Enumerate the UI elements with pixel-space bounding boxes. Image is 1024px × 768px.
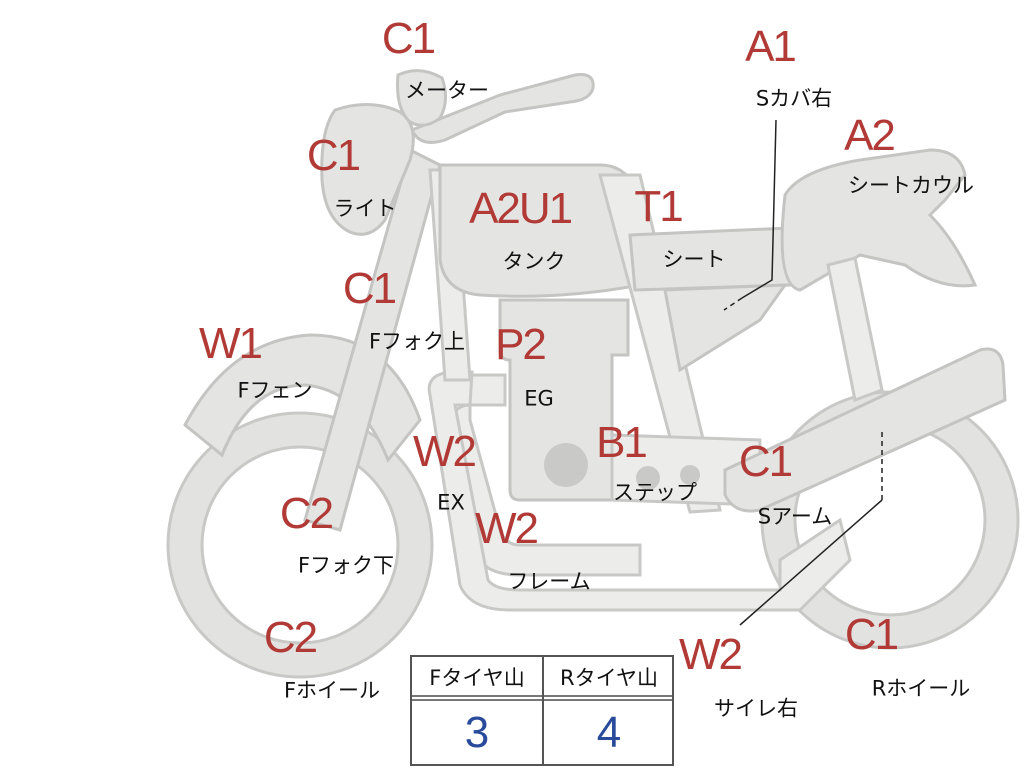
part-label-rear-wheel: Rホイール — [871, 676, 971, 701]
step-peg-1 — [636, 466, 660, 490]
guide-line-silencer — [739, 499, 883, 626]
part-label-front-wheel: Fホイール — [283, 678, 381, 703]
part-label-fork-lower: Fフォク下 — [297, 553, 395, 578]
part-label-tank: タンク — [502, 249, 566, 274]
guide-line-side-cover-dash — [723, 297, 743, 311]
part-label-swing-arm: Sアーム — [757, 504, 833, 529]
value-front-tire: 3 — [464, 708, 490, 757]
part-label-front-fender: Fフェン — [237, 378, 313, 403]
table-divider — [542, 657, 544, 764]
swing-arm — [723, 347, 1007, 513]
part-code-seat: T1 — [634, 182, 683, 231]
engine-cover — [544, 443, 588, 487]
handlebar — [409, 73, 595, 144]
engine-block — [498, 298, 630, 502]
part-label-seat: シート — [662, 247, 726, 272]
headlight — [320, 102, 415, 236]
part-code-exhaust: W2 — [413, 427, 477, 476]
part-code-swing-arm: C1 — [738, 437, 793, 486]
part-code-engine: P2 — [495, 320, 547, 369]
part-code-fork-lower: C2 — [279, 489, 334, 538]
part-code-tank-a: A2 — [469, 184, 521, 233]
part-label-engine: EG — [524, 386, 554, 411]
part-code-silencer: W2 — [679, 630, 743, 679]
part-code-fork-upper: C1 — [342, 264, 397, 313]
part-code-step: B1 — [596, 418, 648, 467]
frame-rear — [598, 173, 722, 514]
part-label-seat-cowl: シートカウル — [848, 173, 974, 198]
part-label-silencer: サイレ右 — [714, 696, 798, 721]
exhaust-pipe — [446, 373, 642, 577]
part-label-side-cover: Sカバ右 — [755, 86, 833, 111]
value-rear-tire: 4 — [596, 708, 622, 757]
guide-line-side-cover — [741, 119, 777, 299]
part-label-fork-upper: Fフォク上 — [368, 329, 466, 354]
step-peg-2 — [680, 465, 700, 485]
tire-tread-table: Fタイヤ山 Rタイヤ山 3 4 — [410, 655, 674, 766]
header-front-tire: Fタイヤ山 — [429, 666, 525, 690]
part-code-frame: W2 — [475, 504, 539, 553]
part-code-seat-cowl: A2 — [844, 111, 896, 160]
part-label-frame: フレーム — [507, 569, 591, 594]
part-code-meter: C1 — [381, 14, 436, 63]
part-code-front-fender: W1 — [199, 319, 263, 368]
part-label-headlight: ライト — [333, 196, 397, 221]
seat-cowl — [780, 148, 978, 292]
rear-shock — [826, 256, 884, 403]
lower-frame — [427, 370, 852, 612]
part-label-exhaust: EX — [437, 490, 465, 515]
part-code-rear-wheel: C1 — [844, 610, 899, 659]
front-wheel — [166, 411, 434, 679]
side-cover — [663, 283, 789, 373]
part-code-side-cover: A1 — [745, 22, 797, 71]
part-code-front-wheel: C2 — [263, 613, 318, 662]
meter — [396, 69, 447, 127]
front-fork — [303, 147, 442, 532]
part-label-meter: メーター — [405, 78, 489, 103]
part-label-step: ステップ — [613, 480, 697, 505]
part-code-headlight: C1 — [306, 131, 361, 180]
part-code-tank-u: U1 — [518, 184, 573, 233]
header-rear-tire: Rタイヤ山 — [560, 666, 658, 690]
